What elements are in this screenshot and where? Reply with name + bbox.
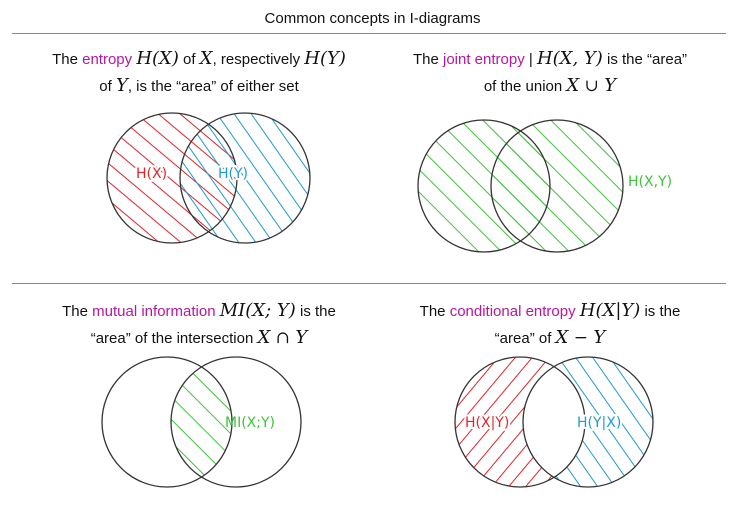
caption-text: The <box>52 51 83 68</box>
label-h-y-given-x: H(Y|X) <box>577 415 621 431</box>
label-mi-xy: MI(X;Y) <box>225 415 275 431</box>
caption-line-1: The entropy H(X) of X, respectively H(Y) <box>14 46 384 73</box>
math-y: Y <box>593 327 606 348</box>
caption-line-2: of Y, is the “area” of either set <box>14 73 384 100</box>
set-x-circle <box>454 356 586 488</box>
caption-text: , is the “area” of either set <box>127 78 299 95</box>
venn-mutual: MI(X;Y) <box>101 356 302 488</box>
panel-joint-caption: The joint entropy | H(X, Y) is the “area… <box>380 46 720 100</box>
math-y: Y <box>295 327 308 348</box>
term-mutual-information: mutual information <box>92 303 216 320</box>
label-h-x: H(X) <box>136 166 167 182</box>
set-y-circle <box>522 356 654 488</box>
math-intersection: ∩ <box>270 328 296 348</box>
caption-text: of <box>178 51 200 68</box>
venn-joint: H(X,Y) <box>417 119 672 253</box>
math-h-x-given-y: H(X|Y) <box>579 300 641 321</box>
math-minus: − <box>568 328 594 348</box>
caption-text: , respectively <box>212 51 305 68</box>
math-x: X <box>555 327 569 348</box>
caption-text: “area” of <box>494 330 556 347</box>
panel-mutual-caption: The mutual information MI(X; Y) is the “… <box>14 298 384 352</box>
caption-text: is the <box>295 303 336 320</box>
caption-line-1: The conditional entropy H(X|Y) is the <box>380 298 720 325</box>
set-y-fill <box>491 120 623 252</box>
caption-text: The <box>62 303 93 320</box>
set-y-circle <box>179 112 311 244</box>
term-conditional-entropy: conditional entropy <box>449 303 576 320</box>
label-h-x-given-y: H(X|Y) <box>465 415 509 431</box>
math-x: X <box>257 327 271 348</box>
page-title: Common concepts in I-diagrams <box>264 10 481 27</box>
math-h-x: H(X) <box>136 48 179 69</box>
term-entropy: entropy <box>82 51 133 68</box>
set-x-circle <box>417 119 551 253</box>
math-union: ∪ <box>579 76 605 96</box>
label-h-y: H(Y) <box>218 166 248 182</box>
set-y-circle <box>490 119 624 253</box>
venn-entropy: H(X) H(Y) <box>106 112 311 244</box>
math-h-xy: H(X, Y) <box>536 48 603 69</box>
caption-line-2: of the union X ∪ Y <box>380 73 720 100</box>
venn-conditional: H(X|Y) H(Y|X) <box>454 356 654 488</box>
intersection-fill <box>171 357 232 487</box>
caption-text: | <box>524 51 537 68</box>
set-y-minus-x-fill <box>523 357 653 487</box>
caption-line-1: The joint entropy | H(X, Y) is the “area… <box>380 46 720 73</box>
math-h-y: H(Y) <box>304 48 346 69</box>
math-x: X <box>199 48 213 69</box>
caption-text: The <box>419 303 450 320</box>
caption-text: The <box>412 51 443 68</box>
math-y: Y <box>115 75 128 96</box>
math-mi-xy: MI(X; Y) <box>219 300 296 321</box>
set-y-circle <box>170 356 302 488</box>
caption-text: is the “area” <box>602 51 688 68</box>
set-x-circle <box>106 112 238 244</box>
caption-text: is the <box>640 303 681 320</box>
caption-text: of the union <box>483 78 567 95</box>
term-joint-entropy: joint entropy <box>442 51 525 68</box>
caption-text: of <box>99 78 116 95</box>
caption-line-2: “area” of the intersection X ∩ Y <box>14 325 384 352</box>
math-x: X <box>566 75 580 96</box>
set-x-circle <box>101 356 233 488</box>
divider-middle <box>12 283 726 284</box>
math-y: Y <box>604 75 617 96</box>
caption-line-2: “area” of X − Y <box>380 325 720 352</box>
caption-line-1: The mutual information MI(X; Y) is the <box>14 298 384 325</box>
caption-text: “area” of the intersection <box>90 330 258 347</box>
panel-entropy-caption: The entropy H(X) of X, respectively H(Y)… <box>14 46 384 100</box>
panel-conditional-caption: The conditional entropy H(X|Y) is the “a… <box>380 298 720 352</box>
divider-top <box>12 33 726 34</box>
label-h-xy: H(X,Y) <box>628 174 672 190</box>
set-y-fill <box>180 113 310 243</box>
